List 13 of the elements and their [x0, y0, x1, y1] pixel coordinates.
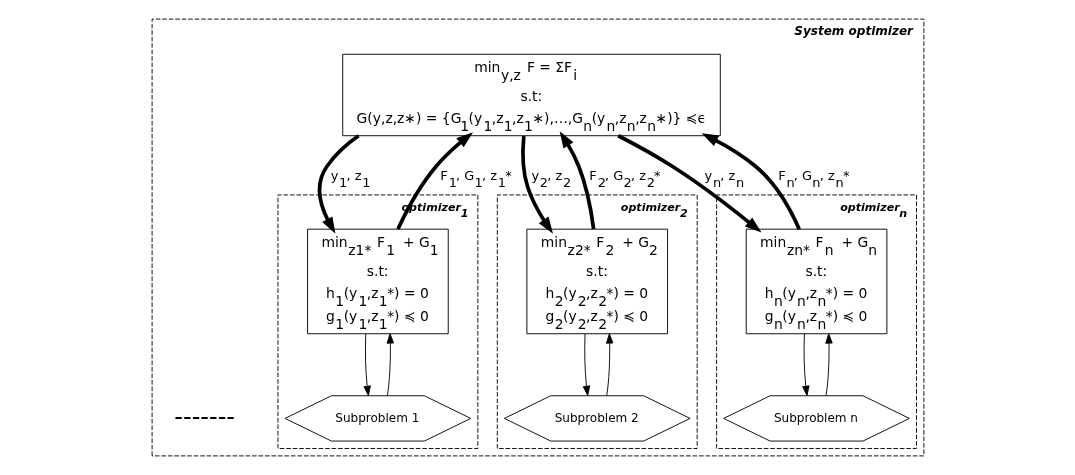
- arrow: [520, 135, 553, 234]
- arrow: [559, 131, 595, 230]
- arrow: [701, 133, 801, 230]
- arrow: [824, 333, 833, 396]
- arrow: [386, 333, 394, 396]
- arrow: [395, 132, 473, 230]
- arrow: [582, 333, 590, 396]
- arrow: [605, 333, 613, 396]
- arrow: [317, 134, 360, 234]
- arrow: [363, 333, 371, 396]
- arrow: [616, 134, 761, 233]
- arrow: [801, 333, 809, 396]
- label: -------: [173, 402, 235, 431]
